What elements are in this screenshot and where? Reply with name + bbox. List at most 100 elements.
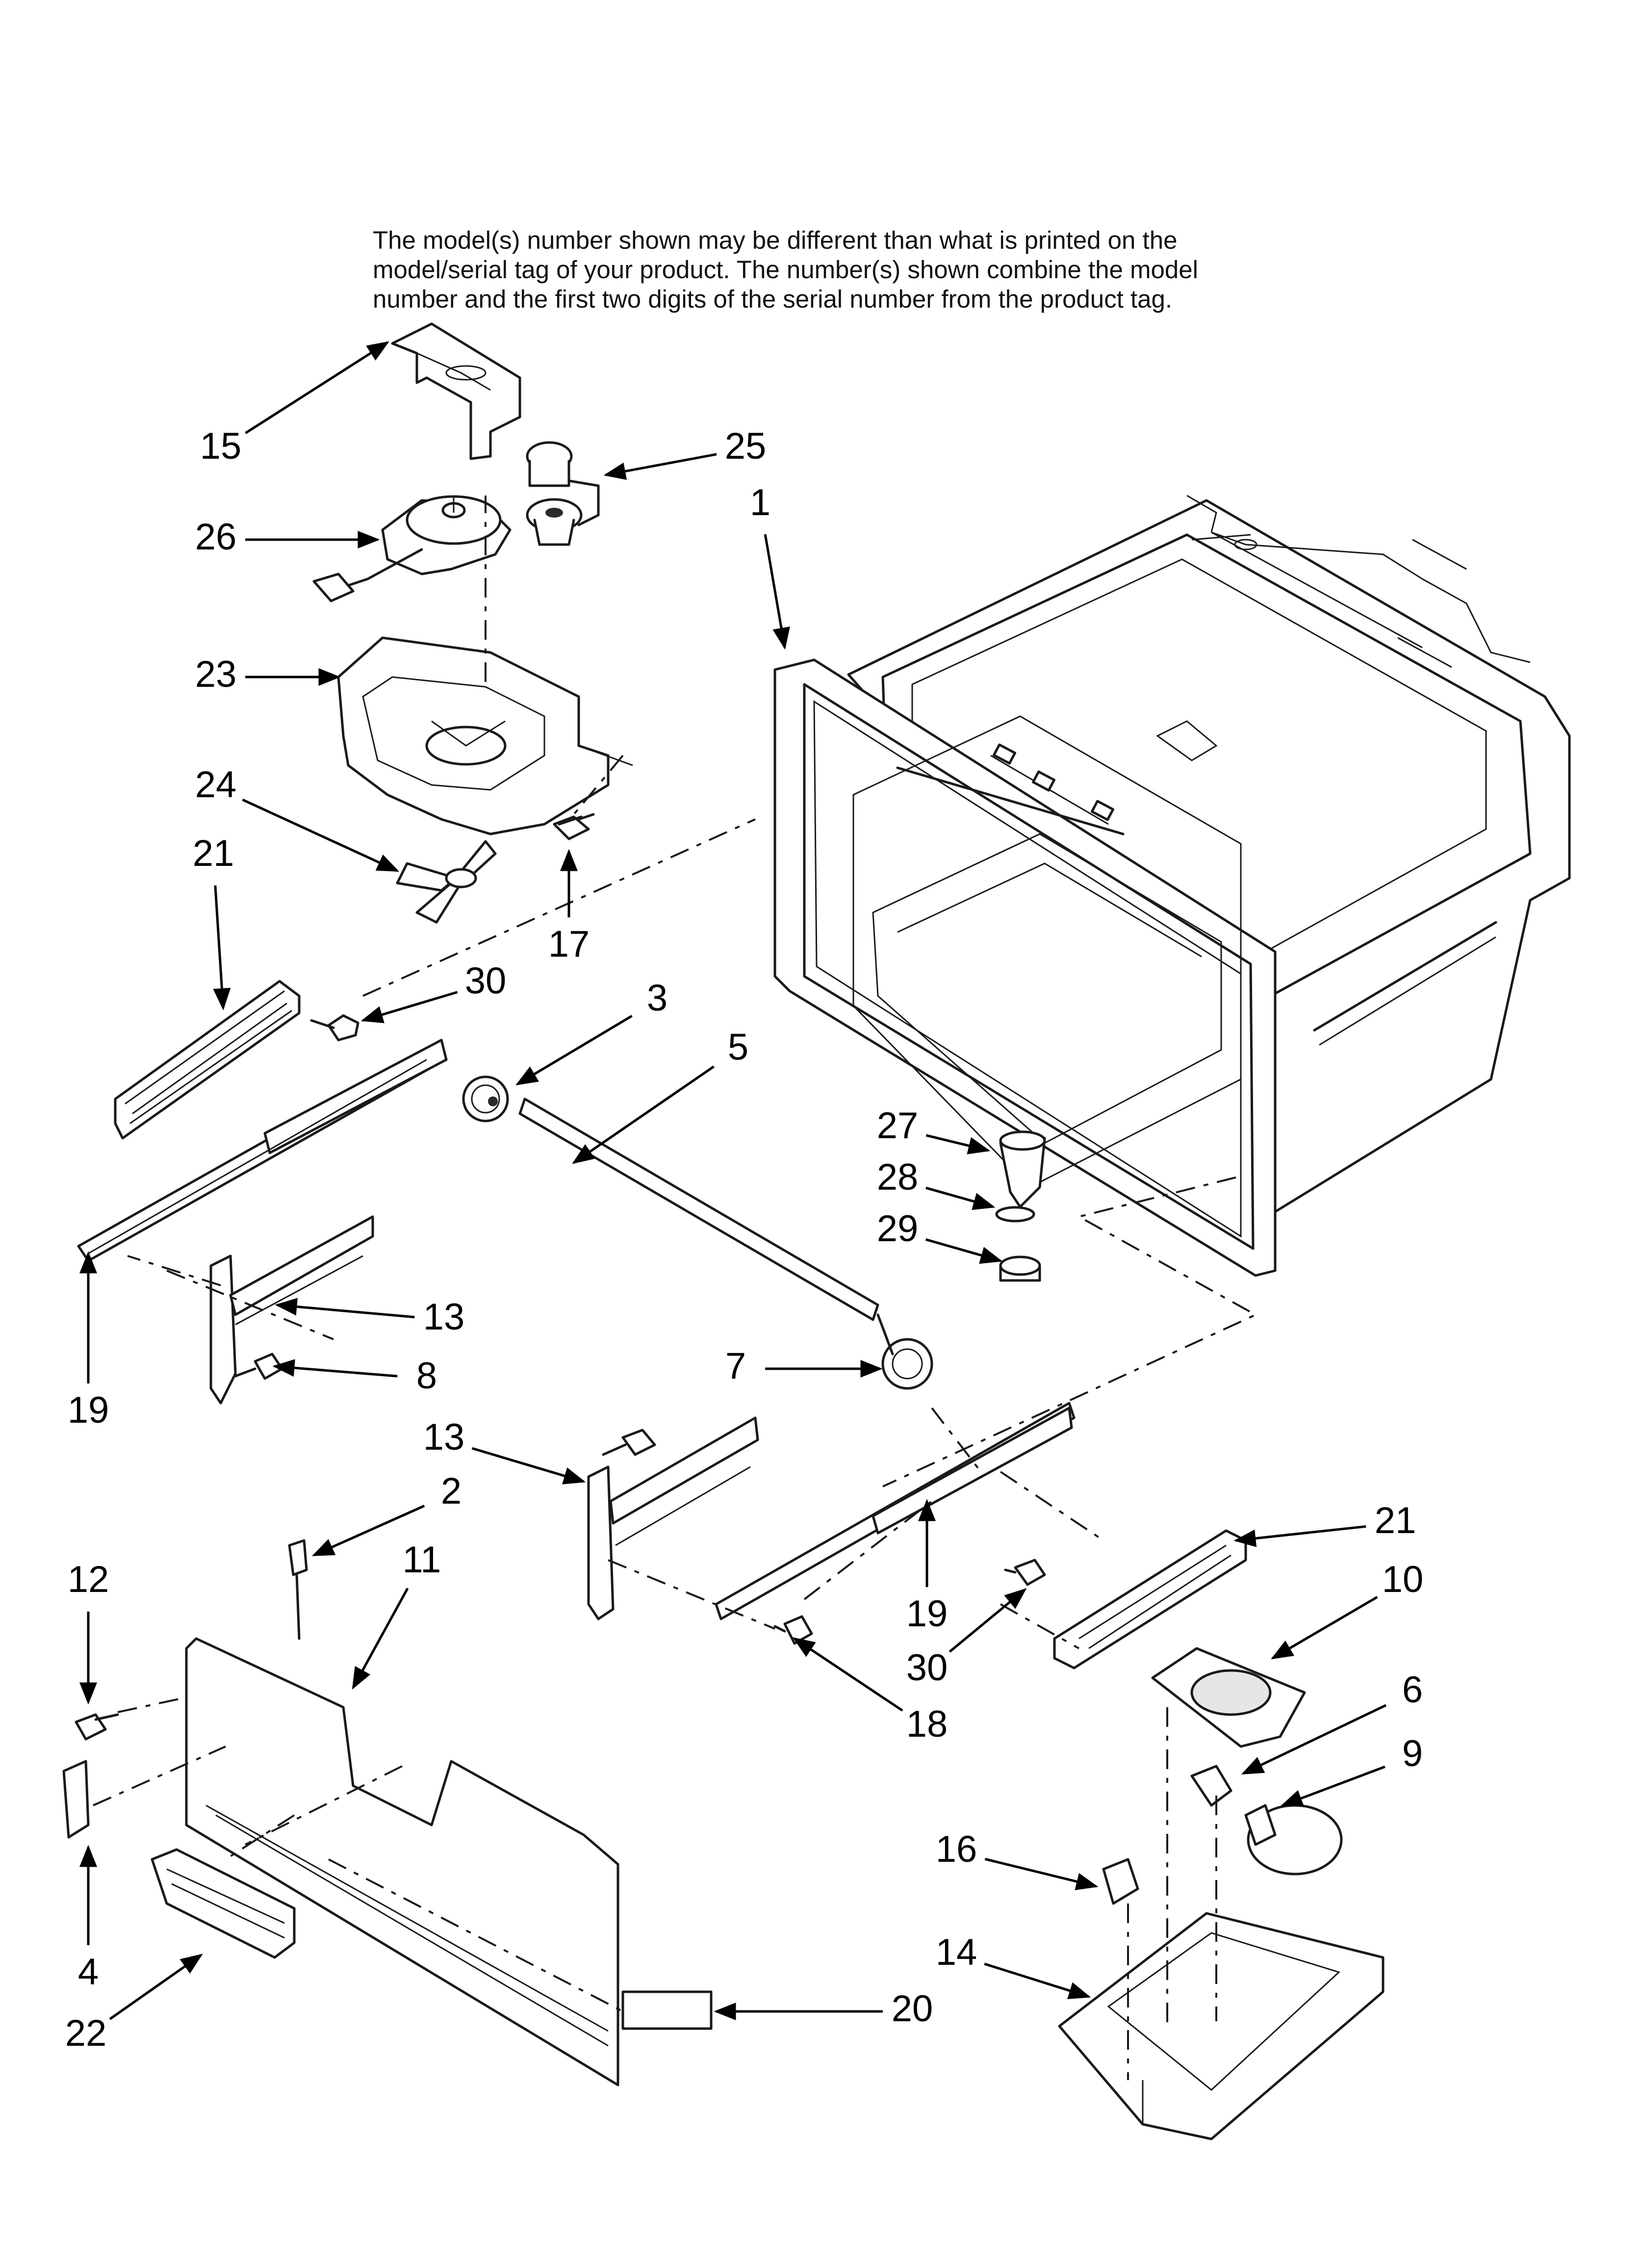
callout-c14: 14 [936, 1931, 1091, 2000]
callout-leader-arrow [925, 1186, 996, 1210]
assembly-lines [93, 495, 1258, 2080]
callout-c13b: 13 [423, 1416, 586, 1485]
callout-c30b: 30 [906, 1588, 1027, 1689]
callout-c18: 18 [793, 1637, 948, 1745]
callout-leader-arrow [1233, 1525, 1366, 1547]
callout-leader-arrow [1271, 1596, 1378, 1660]
callout-c27: 27 [877, 1105, 991, 1154]
callout-leader-arrow [109, 1954, 203, 2020]
slide-rail-right [715, 1402, 1076, 1620]
callout-label: 2 [441, 1470, 462, 1512]
callout-label: 13 [423, 1416, 465, 1458]
callout-c4: 4 [78, 1845, 99, 1993]
callout-leader-arrow [471, 1447, 586, 1485]
callout-label: 17 [548, 923, 590, 965]
callout-leader-arrow [764, 534, 790, 650]
callout-c12: 12 [68, 1559, 109, 1705]
note-line-3: number and the first two digits of the s… [373, 285, 1172, 313]
vent-grille [151, 1848, 296, 1959]
callout-label: 15 [200, 425, 242, 467]
callout-label: 9 [1402, 1733, 1423, 1774]
callout-c22: 22 [65, 1954, 203, 2054]
callout-c6: 6 [1241, 1669, 1423, 1775]
callout-label: 10 [1382, 1559, 1424, 1600]
callout-c3: 3 [515, 977, 667, 1086]
callout-leader-arrow [213, 885, 231, 1011]
callout-leader-arrow [360, 991, 458, 1023]
damper-base [999, 1255, 1041, 1282]
callout-label: 13 [423, 1296, 465, 1338]
light-lens [1151, 1647, 1306, 1748]
panel-clip [62, 1760, 90, 1839]
support-bracket-right [587, 1416, 759, 1620]
callout-label: 24 [195, 764, 237, 806]
callout-c23: 23 [195, 653, 341, 695]
callout-c13a: 13 [275, 1296, 465, 1338]
callout-leader-arrow [984, 1962, 1091, 2000]
slide-rail-left [77, 1039, 448, 1262]
support-bracket-left [209, 1215, 374, 1405]
callout-c25: 25 [603, 425, 766, 480]
callout-label: 21 [1375, 1500, 1416, 1541]
callout-label: 28 [877, 1156, 919, 1198]
callout-c16: 16 [936, 1828, 1099, 1890]
damper-washer [995, 1206, 1035, 1223]
callout-c11: 11 [352, 1539, 441, 1690]
support-bar [621, 1990, 713, 2030]
callout-label: 26 [195, 516, 237, 558]
screw-12 [75, 1713, 119, 1741]
thermistor [526, 441, 600, 546]
callout-c19a: 19 [68, 1251, 109, 1431]
shaft [518, 1097, 879, 1321]
gear-left [462, 1075, 509, 1122]
callout-c7: 7 [725, 1345, 883, 1387]
callout-leader-arrow [245, 341, 389, 434]
front-panel [185, 1637, 619, 2086]
gear-right [876, 1313, 933, 1390]
callout-c26: 26 [195, 516, 380, 558]
callout-label: 20 [892, 1988, 933, 2030]
note-line-2: model/serial tag of your product. The nu… [373, 256, 1198, 284]
light-socket [1190, 1765, 1232, 1807]
callout-label: 7 [725, 1345, 746, 1387]
callout-leader-arrow [242, 798, 400, 872]
callout-label: 12 [68, 1559, 109, 1600]
callout-leader-arrow [984, 1857, 1099, 1890]
model-number-note: The model(s) number shown may be differe… [373, 226, 1403, 314]
callout-label: 21 [193, 833, 234, 874]
screw-30-top [310, 1014, 359, 1042]
callout-label: 30 [465, 960, 507, 1002]
callout-c9: 9 [1280, 1733, 1423, 1807]
callout-leader-arrow [515, 1015, 633, 1086]
callout-c30a: 30 [360, 960, 507, 1023]
callout-label: 29 [877, 1208, 919, 1250]
callout-label: 6 [1402, 1669, 1423, 1711]
callout-label: 27 [877, 1105, 919, 1147]
callout-leader-arrow [275, 1298, 415, 1319]
fan-housing [337, 636, 633, 835]
callout-c19b: 19 [906, 1499, 948, 1635]
screw-30-bottom [1004, 1559, 1046, 1586]
callout-label: 14 [936, 1931, 977, 1973]
callout-leader-arrow [949, 1588, 1027, 1653]
freezer-basket [773, 495, 1571, 1277]
callout-c15: 15 [200, 341, 389, 467]
fan-motor [312, 495, 512, 602]
rail-cover-left [114, 980, 301, 1140]
callout-label: 19 [68, 1389, 109, 1431]
callout-leader-arrow [1241, 1704, 1386, 1775]
callout-label: 11 [403, 1539, 441, 1581]
callout-label: 5 [728, 1026, 748, 1068]
screw-8-right [602, 1429, 656, 1456]
callout-c24: 24 [195, 764, 400, 872]
callout-leader-arrow [793, 1637, 903, 1712]
callout-label: 22 [65, 2012, 107, 2054]
callout-c17: 17 [548, 849, 590, 965]
screw-18 [773, 1615, 813, 1645]
damper-cup [999, 1130, 1046, 1208]
callout-label: 18 [906, 1703, 948, 1745]
callout-leader-arrow [572, 1065, 715, 1164]
light-rod [288, 1539, 308, 1640]
screw-17 [553, 813, 595, 840]
